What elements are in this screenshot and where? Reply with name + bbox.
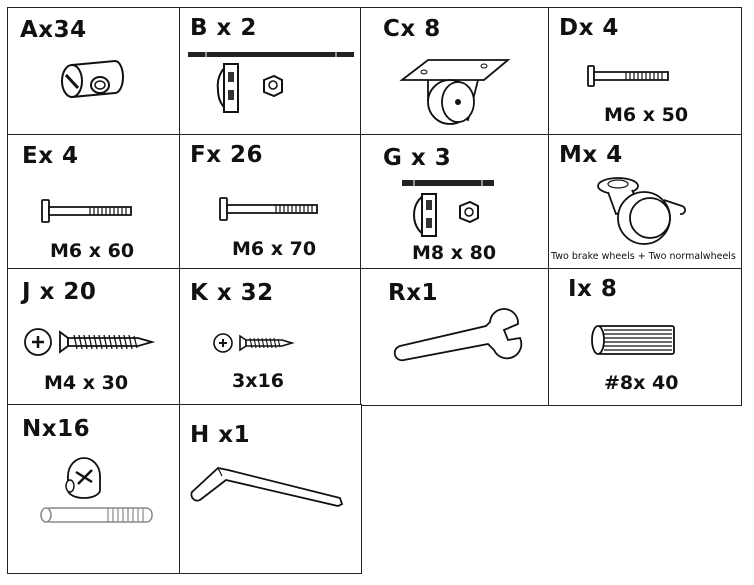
bolt-icon [218,196,320,222]
small-screw-icon [212,332,294,354]
cell-M [548,134,742,270]
caster-wheel-icon [398,30,513,128]
part-R-label: Rx1 [388,280,439,306]
brake-caster-wheel-icon [594,170,690,248]
part-G-label: G x 3 [383,145,452,171]
part-J-spec: M4 x 30 [44,372,129,394]
part-M-label: Mx 4 [559,142,623,168]
part-H-label: H x1 [190,422,251,448]
part-A-label: Ax34 [20,17,87,43]
part-K-spec: 3x16 [232,370,284,392]
allen-key-icon [188,462,348,508]
part-E-spec: M6 x 60 [50,240,135,262]
part-F-spec: M6 x 70 [232,238,317,260]
part-M-note: Two brake wheels + Two normalwheels [551,251,736,262]
bolt-icon [40,198,134,224]
wooden-dowel-icon [590,322,680,358]
cam-lock-and-bolt-icon [38,456,156,530]
cell-K [179,268,362,406]
part-I-spec: #8x 40 [604,372,679,394]
cell-B [179,7,362,136]
bolt-with-bracket-and-nut-icon [188,52,354,120]
cell-G [360,134,550,270]
bolt-icon [586,64,670,88]
part-J-label: J x 20 [22,279,97,305]
part-D-label: Dx 4 [559,15,619,41]
part-B-label: B x 2 [190,15,257,41]
part-D-spec: M6 x 50 [604,104,689,126]
wrench-icon [394,312,522,364]
part-E-label: Ex 4 [22,143,79,169]
part-I-label: Ix 8 [568,276,618,302]
cell-E [7,134,181,270]
bolt-with-bracket-and-nut-icon [402,180,494,240]
wood-screw-icon [22,326,154,358]
cross-dowel-nut-icon [60,55,130,103]
part-K-label: K x 32 [190,280,274,306]
part-C-label: Cx 8 [383,16,441,42]
cell-F [179,134,362,270]
part-G-spec: M8 x 80 [412,242,497,264]
part-N-label: Nx16 [22,416,91,442]
part-F-label: Fx 26 [190,142,264,168]
